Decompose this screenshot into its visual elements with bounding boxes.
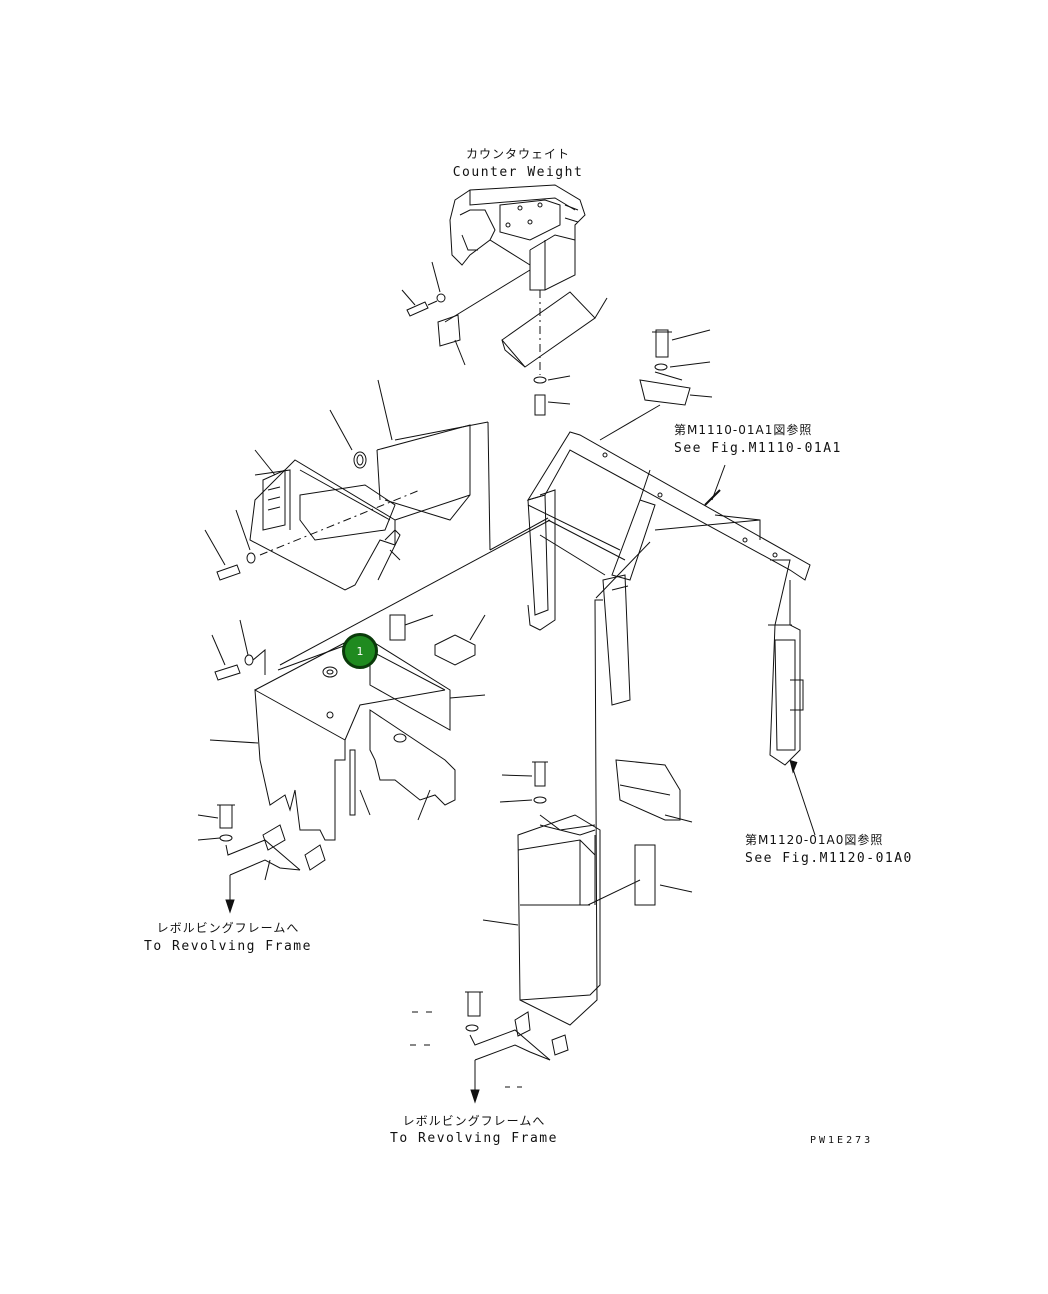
- revolving-frame-left-label-jp: レボルビングフレームへ: [156, 921, 300, 935]
- revolving-frame-bottom-label-en: To Revolving Frame: [390, 1131, 558, 1146]
- drawing-code: PW1E273: [810, 1135, 874, 1146]
- left-lower-hardware: [198, 805, 325, 912]
- see-fig-2-label-en: See Fig.M1120-01A0: [745, 851, 913, 866]
- right-lower-hardware: [410, 762, 595, 1102]
- lower-left-panel-part: [210, 520, 550, 840]
- counter-weight-label-jp: カウンタウェイト: [465, 147, 571, 161]
- upper-left-cover-part: [205, 380, 548, 590]
- revolving-frame-bottom-label-jp: レボルビングフレームへ: [402, 1114, 546, 1128]
- see-fig-1-leader: [712, 465, 725, 500]
- counter-weight-label-en: Counter Weight: [452, 165, 584, 180]
- counter-weight-part: [450, 185, 585, 290]
- main-frame-part: [528, 432, 810, 765]
- revolving-frame-left-label-en: To Revolving Frame: [144, 939, 312, 954]
- see-fig-2-leader: [790, 760, 815, 835]
- connector-line: [395, 422, 488, 440]
- counter-weight-bolts: [402, 262, 607, 415]
- see-fig-1-label-en: See Fig.M1110-01A1: [674, 441, 842, 456]
- top-bracket-part: [600, 330, 712, 440]
- see-fig-1-label-jp: 第M1110-01A1図参照: [674, 423, 813, 437]
- see-fig-2-label-jp: 第M1120-01A0図参照: [745, 833, 884, 847]
- part-callout-badge[interactable]: 1: [342, 633, 378, 669]
- right-lower-cover-part: [483, 520, 760, 1025]
